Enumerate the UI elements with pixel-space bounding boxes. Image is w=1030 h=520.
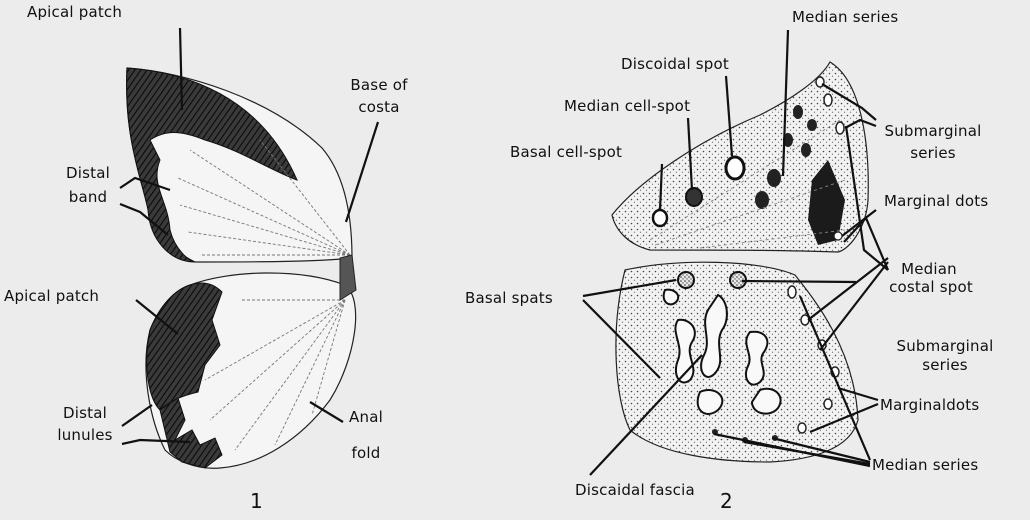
label-basal-spots: Basal spats (465, 289, 553, 307)
label-anal-fold-line1: Anal (346, 408, 386, 426)
label-apical-patch-hindwing: Apical patch (4, 287, 99, 305)
label-distal-lunules-line2: lunules (55, 426, 115, 444)
label-median-series-bottom: Median series (872, 456, 978, 474)
label-submarginal-series-hindwing-line1: Submarginal (890, 337, 1000, 355)
label-median-series-top: Median series (792, 8, 898, 26)
label-anal-fold-line2: fold (346, 444, 386, 462)
label-submarginal-series-forewing-line2: series (878, 144, 988, 162)
label-distal-band-line1: Distal (58, 164, 118, 182)
label-discoidal-fascia: Discaidal fascia (575, 481, 695, 499)
label-distal-band-line2: band (58, 188, 118, 206)
label-median-cell-spot: Median cell-spot (564, 97, 690, 115)
figure-number-2: 2 (720, 490, 733, 512)
label-apical-patch-forewing: Apical patch (27, 3, 122, 21)
label-submarginal-series-hindwing-line2: series (890, 356, 1000, 374)
label-discoidal-spot: Discoidal spot (621, 55, 729, 73)
label-base-of-costa-line2: costa (348, 98, 410, 116)
label-marginal-dots-forewing: Marginal dots (884, 192, 988, 210)
label-distal-lunules-line1: Distal (55, 404, 115, 422)
fig2-hindwing (616, 262, 858, 462)
figure-1-wings (120, 28, 378, 468)
label-marginal-dots-hindwing: Marginaldots (880, 396, 979, 414)
label-submarginal-series-forewing-line1: Submarginal (878, 122, 988, 140)
figure-number-1: 1 (250, 490, 263, 512)
label-median-costal-spot-line2: costal spot (866, 278, 996, 296)
label-median-costal-spot-line1: Median (874, 260, 984, 278)
label-basal-cell-spot: Basal cell-spot (510, 143, 622, 161)
label-base-of-costa-line1: Base of (348, 76, 410, 94)
